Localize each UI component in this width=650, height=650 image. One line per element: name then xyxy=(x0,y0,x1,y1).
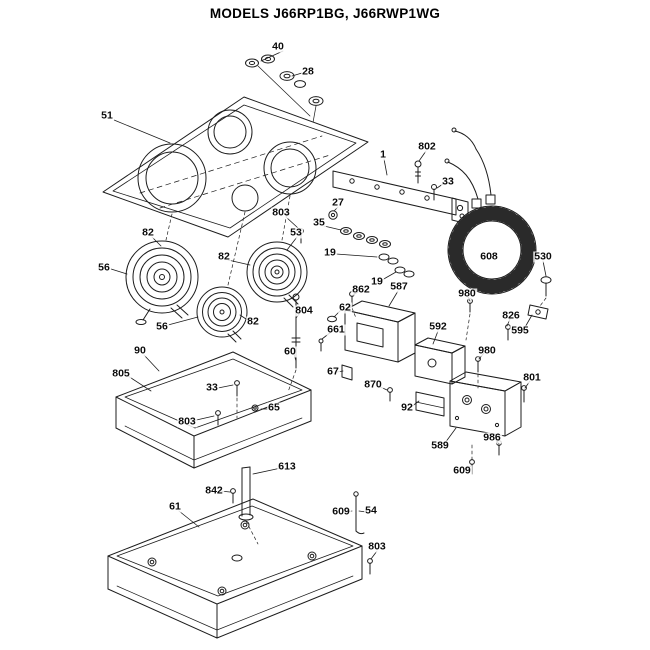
part-label-19: 19 xyxy=(370,275,384,288)
part-label-53: 53 xyxy=(289,226,303,239)
part-label-587: 587 xyxy=(389,280,409,293)
part-label-595: 595 xyxy=(510,324,530,337)
part-label-27: 27 xyxy=(331,196,345,209)
part-label-82: 82 xyxy=(217,250,231,263)
glass-cooktop xyxy=(102,96,369,238)
part-label-613: 613 xyxy=(277,460,297,473)
part-label-92: 92 xyxy=(400,401,414,414)
part-label-33: 33 xyxy=(205,381,219,394)
part-label-82: 82 xyxy=(246,315,260,328)
part-label-609: 609 xyxy=(452,464,472,477)
part-label-56: 56 xyxy=(155,320,169,333)
part-label-67: 67 xyxy=(326,365,340,378)
part-label-804: 804 xyxy=(294,304,314,317)
part-label-589: 589 xyxy=(430,439,450,452)
part-label-90: 90 xyxy=(133,344,147,357)
part-label-609: 609 xyxy=(331,505,351,518)
part-label-986: 986 xyxy=(482,431,502,444)
part-label-28: 28 xyxy=(301,65,315,78)
part-label-870: 870 xyxy=(363,378,383,391)
page-title: MODELS J66RP1BG, J66RWP1WG xyxy=(209,6,441,21)
part-label-802: 802 xyxy=(417,140,437,153)
part-label-60: 60 xyxy=(283,345,297,358)
part-label-40: 40 xyxy=(271,40,285,53)
assembly-axes xyxy=(165,195,291,286)
part-label-62: 62 xyxy=(338,301,352,314)
part-label-801: 801 xyxy=(522,371,542,384)
part-label-826: 826 xyxy=(501,309,521,322)
part-label-608: 608 xyxy=(479,250,499,263)
part-label-33: 33 xyxy=(441,175,455,188)
part-label-82: 82 xyxy=(141,226,155,239)
part-label-51: 51 xyxy=(100,109,114,122)
part-label-592: 592 xyxy=(428,320,448,333)
part-label-980: 980 xyxy=(457,287,477,300)
part-label-862: 862 xyxy=(351,283,371,296)
part-label-65: 65 xyxy=(267,401,281,414)
part-label-1: 1 xyxy=(379,148,387,161)
part-label-805: 805 xyxy=(111,367,131,380)
part-label-803: 803 xyxy=(367,540,387,553)
switch-boxes xyxy=(344,300,522,437)
part-label-19: 19 xyxy=(323,246,337,259)
part-label-803: 803 xyxy=(271,206,291,219)
part-label-530: 530 xyxy=(533,250,553,263)
top-hardware-nuts xyxy=(245,54,324,129)
part-label-35: 35 xyxy=(312,216,326,229)
part-label-980: 980 xyxy=(477,344,497,357)
part-label-61: 61 xyxy=(168,500,182,513)
part-label-803: 803 xyxy=(177,415,197,428)
chassis-pan xyxy=(115,351,312,469)
bake-element-608 xyxy=(444,127,552,307)
part-label-56: 56 xyxy=(97,261,111,274)
part-label-661: 661 xyxy=(326,323,346,336)
bottom-pan xyxy=(107,491,373,639)
part-label-54: 54 xyxy=(364,504,378,517)
part-label-842: 842 xyxy=(204,484,224,497)
surface-burner-coils xyxy=(125,240,308,343)
